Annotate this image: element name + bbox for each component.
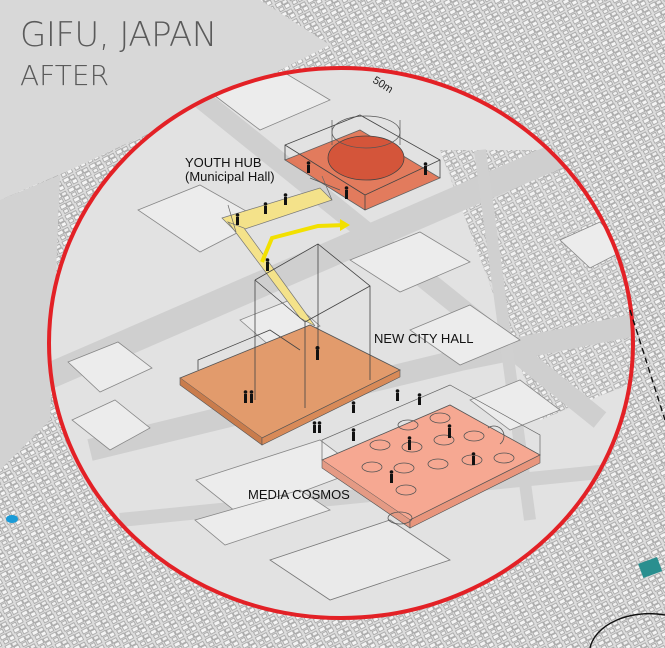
elevated-walkway xyxy=(221,175,333,327)
youth-hub-building xyxy=(284,114,441,211)
hall-dome-footprint xyxy=(327,135,405,181)
label-youth-hub-subtitle: (Municipal Hall) xyxy=(185,168,275,184)
title-phase: AFTER xyxy=(20,59,110,92)
people-figures xyxy=(235,161,476,483)
road xyxy=(49,108,633,392)
radius-ring xyxy=(47,66,635,620)
route-arrow xyxy=(260,223,347,263)
title-block: GIFU, JAPAN AFTER xyxy=(20,18,217,90)
title-location: GIFU, JAPAN xyxy=(20,15,217,55)
label-youth-hub: YOUTH HUB (Municipal Hall) xyxy=(185,156,275,183)
label-new-city-hall: NEW CITY HALL xyxy=(374,331,474,346)
new-city-hall-building xyxy=(179,243,401,446)
label-media-cosmos: MEDIA COSMOS xyxy=(248,487,350,502)
label-youth-hub-title: YOUTH HUB xyxy=(185,155,262,170)
media-cosmos-building xyxy=(321,384,541,529)
